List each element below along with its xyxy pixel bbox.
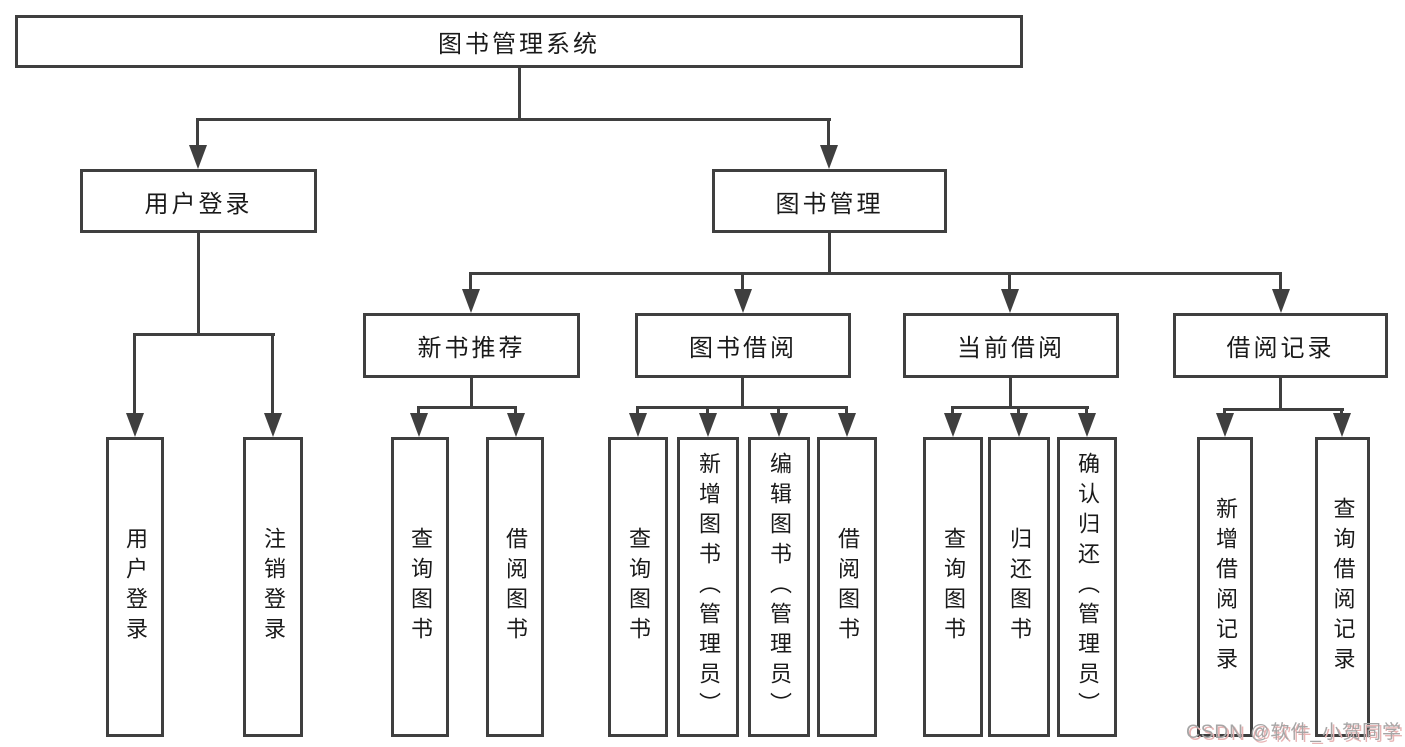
leaf-borrow-books-borrowing: 借阅图书 <box>817 437 877 737</box>
leaf-borrow-books-borrowing-label: 借阅图书 <box>835 527 860 647</box>
connector-line <box>951 406 954 415</box>
leaf-search-books-current: 查询图书 <box>923 437 983 737</box>
arrow-down-icon <box>1010 413 1028 437</box>
connector-line <box>469 272 472 291</box>
node-book-borrowing-label: 图书借阅 <box>689 335 797 362</box>
connector-line <box>827 118 830 147</box>
connector-line <box>1017 406 1020 415</box>
node-root: 图书管理系统 <box>15 15 1023 68</box>
arrow-down-icon <box>189 145 207 169</box>
connector-line <box>1279 272 1282 291</box>
leaf-logout-label: 注销登录 <box>261 527 286 647</box>
arrow-down-icon <box>410 413 428 437</box>
connector-line <box>1340 408 1343 415</box>
leaf-borrow-books-recommend: 借阅图书 <box>486 437 544 737</box>
node-book-management: 图书管理 <box>712 169 947 233</box>
arrow-down-icon <box>264 413 282 437</box>
arrow-down-icon <box>699 413 717 437</box>
leaf-user-login-label: 用户登录 <box>123 527 148 647</box>
leaf-edit-books-admin-label: 编辑图书（管理员） <box>767 452 792 722</box>
arrow-down-icon <box>1001 289 1019 313</box>
connector-line <box>706 406 709 415</box>
node-new-book-recommendation: 新书推荐 <box>363 313 580 378</box>
leaf-search-books-borrowing-label: 查询图书 <box>626 527 651 647</box>
connector-line <box>845 406 848 415</box>
arrow-down-icon <box>820 145 838 169</box>
connector-line <box>417 406 517 409</box>
node-current-borrowing: 当前借阅 <box>903 313 1119 378</box>
connector-line <box>951 406 1089 409</box>
arrow-down-icon <box>1272 289 1290 313</box>
arrow-down-icon <box>734 289 752 313</box>
connector-line <box>636 406 848 409</box>
connector-line <box>1279 378 1282 408</box>
arrow-down-icon <box>462 289 480 313</box>
arrow-down-icon <box>1333 413 1351 437</box>
leaf-search-books-current-label: 查询图书 <box>941 527 966 647</box>
arrow-down-icon <box>944 413 962 437</box>
connector-line <box>828 233 831 272</box>
leaf-search-borrow-record: 查询借阅记录 <box>1315 437 1370 737</box>
leaf-logout: 注销登录 <box>243 437 303 737</box>
connector-line <box>777 406 780 415</box>
arrow-down-icon <box>629 413 647 437</box>
node-user-login: 用户登录 <box>80 169 317 233</box>
connector-line <box>271 333 274 415</box>
node-new-book-recommendation-label: 新书推荐 <box>417 335 526 362</box>
node-borrowing-records: 借阅记录 <box>1173 313 1388 378</box>
arrow-down-icon <box>1216 413 1234 437</box>
leaf-search-books-borrowing: 查询图书 <box>608 437 668 737</box>
leaf-search-books-recommend-label: 查询图书 <box>408 527 433 647</box>
node-book-borrowing: 图书借阅 <box>635 313 851 378</box>
connector-line <box>133 333 275 336</box>
watermark: CSDN @软件_小贺同学 <box>1186 722 1402 743</box>
connector-line <box>636 406 639 415</box>
connector-line <box>1085 406 1088 415</box>
arrow-down-icon <box>507 413 525 437</box>
leaf-search-borrow-record-label: 查询借阅记录 <box>1330 497 1356 677</box>
arrow-down-icon <box>126 413 144 437</box>
leaf-confirm-return-admin-label: 确认归还（管理员） <box>1075 452 1100 722</box>
leaf-add-borrow-record: 新增借阅记录 <box>1197 437 1253 737</box>
arrow-down-icon <box>838 413 856 437</box>
connector-line <box>197 232 200 333</box>
connector-line <box>1008 272 1011 291</box>
connector-line <box>1223 408 1344 411</box>
leaf-return-books-label: 归还图书 <box>1007 527 1032 647</box>
connector-line <box>1009 378 1012 406</box>
connector-line <box>514 406 517 415</box>
node-user-login-label: 用户登录 <box>144 190 253 218</box>
leaf-add-books-admin: 新增图书（管理员） <box>677 437 739 737</box>
node-root-label: 图书管理系统 <box>438 31 600 58</box>
node-borrowing-records-label: 借阅记录 <box>1226 335 1335 362</box>
leaf-return-books: 归还图书 <box>988 437 1050 737</box>
leaf-edit-books-admin: 编辑图书（管理员） <box>748 437 810 737</box>
connector-line <box>417 406 420 415</box>
arrow-down-icon <box>1078 413 1096 437</box>
connector-line <box>196 118 831 121</box>
connector-line <box>196 118 199 147</box>
connector-line <box>133 333 136 415</box>
connector-line <box>518 68 521 118</box>
leaf-add-books-admin-label: 新增图书（管理员） <box>696 452 721 722</box>
connector-line <box>470 378 473 406</box>
leaf-borrow-books-recommend-label: 借阅图书 <box>503 527 528 647</box>
connector-line <box>741 378 744 406</box>
leaf-search-books-recommend: 查询图书 <box>391 437 449 737</box>
node-book-management-label: 图书管理 <box>775 190 884 218</box>
connector-line <box>1223 408 1226 415</box>
leaf-confirm-return-admin: 确认归还（管理员） <box>1057 437 1117 737</box>
connector-line <box>741 272 744 291</box>
leaf-add-borrow-record-label: 新增借阅记录 <box>1213 497 1238 677</box>
node-current-borrowing-label: 当前借阅 <box>957 335 1065 362</box>
connector-line <box>469 272 1282 275</box>
leaf-user-login: 用户登录 <box>106 437 164 737</box>
arrow-down-icon <box>770 413 788 437</box>
